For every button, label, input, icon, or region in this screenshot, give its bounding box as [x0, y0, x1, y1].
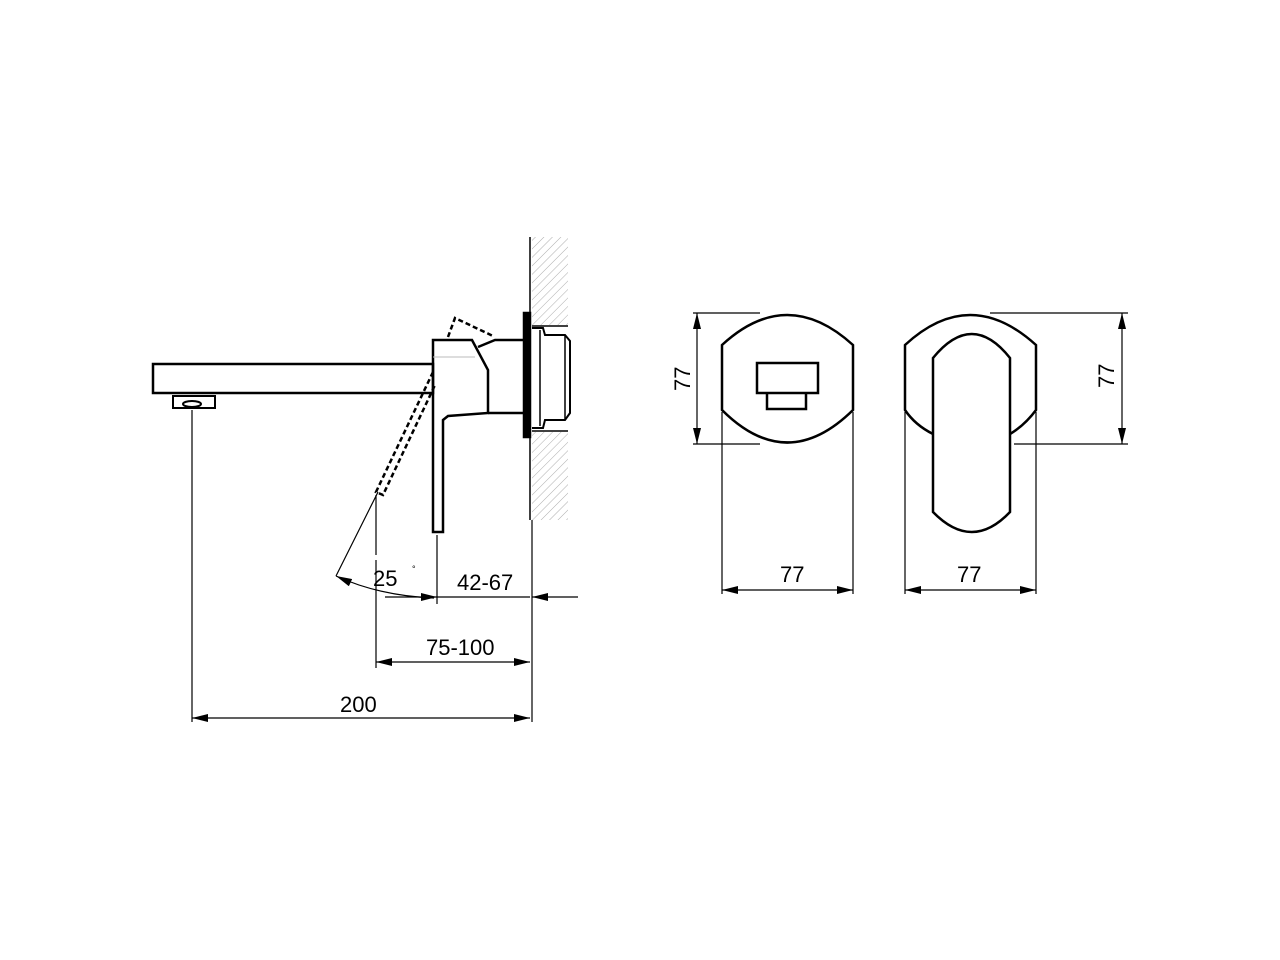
angle-unit: ° [412, 564, 416, 574]
lever-width-label: 77 [957, 562, 981, 587]
spout [151, 362, 435, 395]
dim-wall-to-lever: 75-100 [426, 635, 495, 660]
lever-handle [931, 332, 1012, 534]
angle-label: 25 [373, 566, 397, 591]
side-view [151, 311, 571, 534]
mixer-body [431, 338, 490, 534]
neck [477, 338, 525, 415]
body-height-label: 77 [670, 367, 695, 391]
cartridge [532, 327, 571, 429]
front-view-lever-dimensions [904, 312, 1128, 594]
lever-height-label: 77 [1094, 364, 1119, 388]
dim-spout-reach: 200 [340, 692, 377, 717]
front-view-body [720, 313, 855, 444]
wall [529, 237, 568, 520]
wall-flange [522, 311, 532, 439]
body-width-label: 77 [780, 562, 804, 587]
dim-wall-to-body: 42-67 [457, 570, 513, 595]
front-view-lever [903, 313, 1038, 534]
front-view-body-dimensions [693, 312, 854, 594]
lever-rotated-dashed [374, 371, 437, 497]
side-dimensions [191, 410, 578, 722]
aerator [172, 395, 216, 409]
